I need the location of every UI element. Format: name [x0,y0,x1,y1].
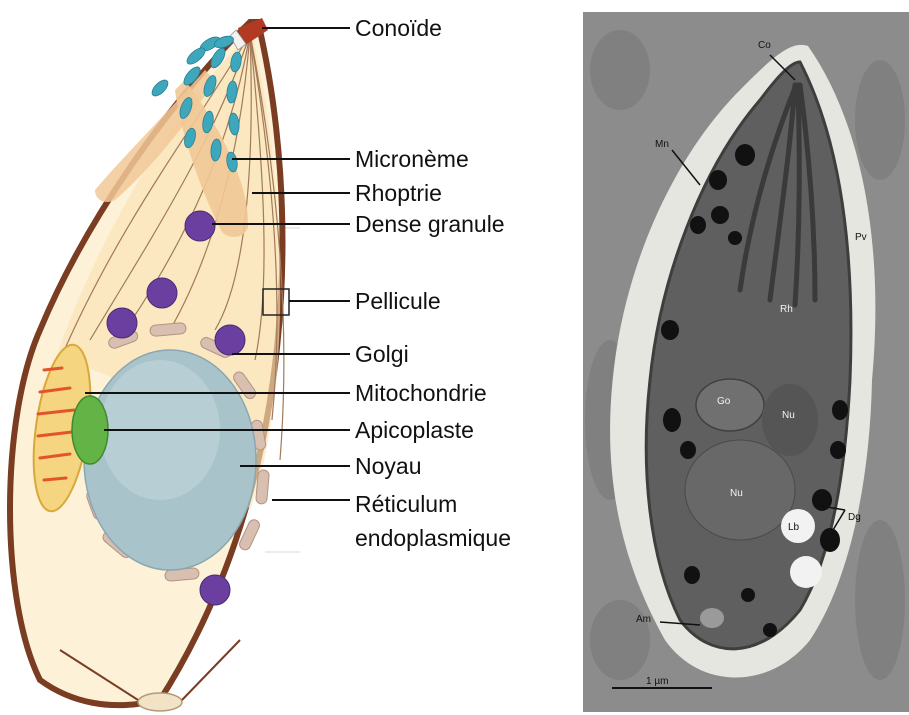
label-pellicle: Pellicule [355,288,441,314]
scale-bar-label: 1 µm [646,676,668,687]
label-rhoptry: Rhoptrie [355,180,442,206]
em-label-co: Co [758,40,771,51]
label-er-line2: endoplasmique [355,525,511,551]
toxoplasma-schematic: Conoïde Micronème Rhoptrie Dense granule… [10,15,511,711]
em-label-lb: Lb [788,522,800,533]
label-dense-granule: Dense granule [355,211,505,237]
label-er-line1: Réticulum [355,491,457,517]
lipid-body-2 [790,556,822,588]
amylopectin-granule [700,608,724,628]
em-label-nu-top: Nu [782,410,795,421]
em-label-rh: Rh [780,304,793,315]
label-nucleus: Noyau [355,453,421,479]
em-label-mn: Mn [655,139,669,150]
basal-complex [138,693,182,711]
em-label-dg: Dg [848,512,861,523]
label-apicoplast: Apicoplaste [355,417,474,443]
em-label-nu-mid: Nu [730,488,743,499]
label-mitochondrion: Mitochondrie [355,380,487,406]
em-label-pv: Pv [855,232,867,243]
em-label-am: Am [636,614,651,625]
electron-micrograph: Co Mn Pv Rh Go Nu Nu Lb Dg Am 1 µm [583,12,909,712]
apicoplast [72,396,108,464]
label-golgi: Golgi [355,341,409,367]
em-label-go: Go [717,396,731,407]
label-microneme: Micronème [355,146,469,172]
label-conoid: Conoïde [355,15,442,41]
